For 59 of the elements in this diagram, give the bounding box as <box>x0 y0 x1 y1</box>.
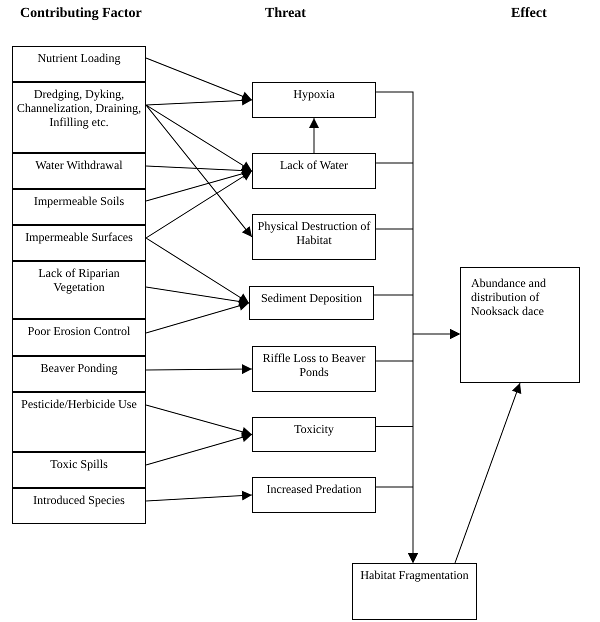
arrow <box>146 301 250 334</box>
threat-box <box>252 477 376 513</box>
node-label: Sediment Deposition <box>260 291 363 305</box>
factor-box <box>12 46 146 82</box>
threat-box <box>252 214 376 260</box>
node-label: Riffle Loss to Beaver Ponds <box>262 351 366 379</box>
node-label: Poor Erosion Control <box>26 324 132 338</box>
node-label: Beaver Ponding <box>40 361 118 375</box>
arrow <box>454 382 522 564</box>
factor-box <box>12 261 146 319</box>
node-label: Hypoxia <box>292 87 336 101</box>
threat-box <box>249 286 374 320</box>
arrow <box>146 166 252 176</box>
node-label: Lack of Riparian Vegetation <box>37 266 121 294</box>
node-label: Nutrient Loading <box>36 51 122 65</box>
effect-box <box>460 267 580 383</box>
column-heading: Contributing Factor <box>20 6 142 22</box>
node-label: Dredging, Dyking, Channelization, Draining, Infilling etc. <box>16 87 142 129</box>
arrow <box>146 104 252 238</box>
column-heading: Effect <box>511 6 547 22</box>
node-label: Toxic Spills <box>49 457 109 471</box>
arrow <box>146 170 252 238</box>
arrow <box>146 490 252 502</box>
threat-box <box>252 82 376 118</box>
arrow <box>146 238 250 304</box>
factor-box <box>12 356 146 392</box>
arrow <box>146 104 252 172</box>
factor-box <box>12 452 146 488</box>
node-label: Pesticide/Herbicide Use <box>20 397 138 411</box>
node-label: Abundance and distribution of Nooksack dace <box>471 276 547 318</box>
threat-box <box>252 346 376 392</box>
arrow <box>146 58 252 101</box>
factor-box <box>12 392 146 452</box>
node-label: Toxicity <box>293 422 335 436</box>
factor-box <box>12 82 146 153</box>
node-label: Increased Predation <box>266 482 362 496</box>
column-heading: Threat <box>265 6 306 22</box>
effect-box <box>352 563 477 620</box>
node-label: Introduced Species <box>32 493 126 507</box>
factor-box <box>12 153 146 189</box>
factor-box <box>12 319 146 356</box>
arrow <box>309 118 319 154</box>
node-label: Habitat Fragmentation <box>359 568 470 582</box>
factor-box <box>12 189 146 225</box>
threat-box <box>252 153 376 189</box>
factor-box <box>12 225 146 261</box>
node-label: Impermeable Soils <box>32 194 126 208</box>
node-label: Water Withdrawal <box>34 158 124 172</box>
threat-box <box>252 417 376 452</box>
node-label: Lack of Water <box>278 158 350 172</box>
arrow <box>146 432 252 466</box>
arrow <box>376 486 418 564</box>
node-label: Impermeable Surfaces <box>24 230 134 244</box>
arrow <box>146 95 252 106</box>
node-label: Physical Destruction of Habitat <box>256 219 372 247</box>
arrow <box>146 404 252 437</box>
factor-box <box>12 488 146 524</box>
arrow <box>146 286 250 306</box>
arrow <box>146 364 252 374</box>
